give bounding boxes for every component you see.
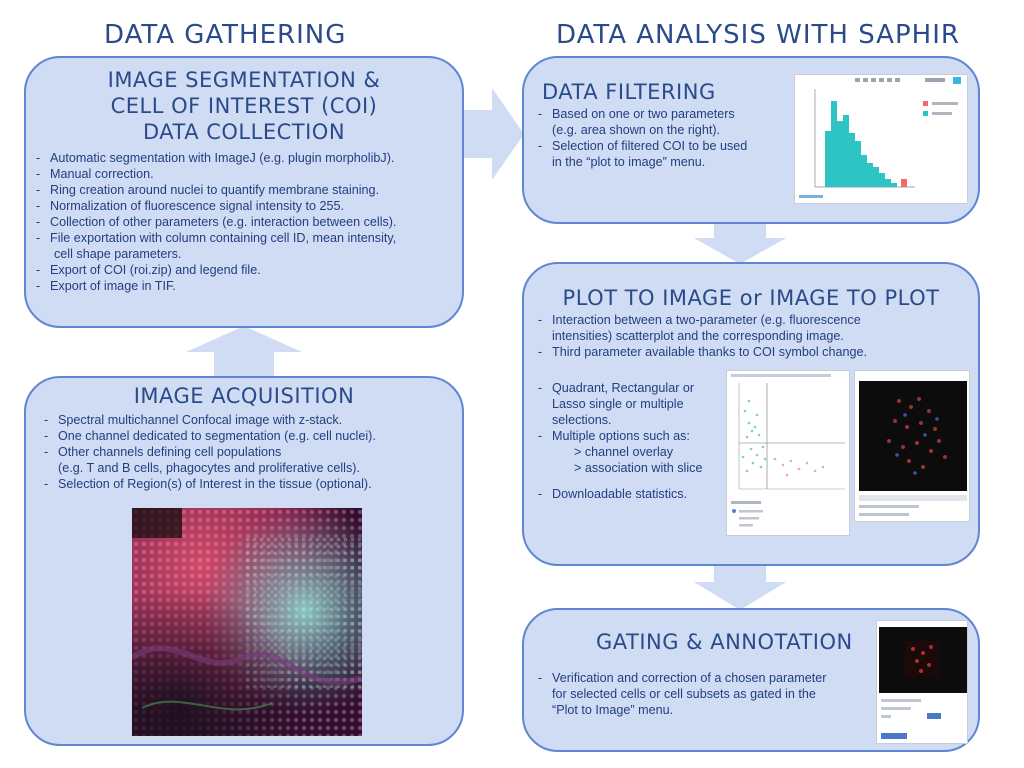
plot-to-image-option: Downloadable statistics. bbox=[538, 486, 738, 502]
histogram-bars bbox=[825, 101, 897, 187]
plot-to-image-option: Quadrant, Rectangular or bbox=[538, 380, 738, 396]
segmentation-bullet: Export of COI (roi.zip) and legend file. bbox=[36, 262, 461, 278]
segmented-cells-image bbox=[887, 397, 947, 475]
scatterplot bbox=[731, 374, 845, 527]
filtering-bullet: Based on one or two parameters bbox=[538, 106, 808, 122]
plot-to-image-box: PLOT TO IMAGE or IMAGE TO PLOT Interacti… bbox=[522, 262, 980, 566]
gating-image-dark bbox=[879, 627, 967, 693]
acquisition-bullet: Other channels defining cell populations bbox=[44, 444, 462, 460]
segmentation-bullet: Ring creation around nuclei to quantify … bbox=[36, 182, 461, 198]
plot-to-image-bullet: Interaction between a two-parameter (e.g… bbox=[538, 312, 978, 328]
arrow-right bbox=[462, 88, 524, 180]
segmentation-box: IMAGE SEGMENTATION & CELL OF INTEREST (C… bbox=[24, 56, 464, 328]
plot-to-image-bullets-top: Interaction between a two-parameter (e.g… bbox=[538, 312, 978, 360]
gating-title: GATING & ANNOTATION bbox=[596, 630, 853, 654]
segmentation-title-line-2: CELL OF INTEREST (COI) bbox=[110, 94, 378, 118]
histogram-screenshot bbox=[794, 74, 968, 204]
acquisition-bullet: Selection of Region(s) of Interest in th… bbox=[44, 476, 462, 492]
filtering-bullet: Selection of filtered COI to be used bbox=[538, 138, 808, 154]
scatterplot-screenshot bbox=[726, 370, 850, 536]
segmentation-bullet-continuation: cell shape parameters. bbox=[54, 247, 182, 261]
filtering-bullets: Based on one or two parameters (e.g. are… bbox=[538, 106, 808, 170]
plot-to-image-option-continuation: Lasso single or multiple bbox=[552, 397, 684, 411]
segmentation-bullet: Manual correction. bbox=[36, 166, 461, 182]
segmentation-title-line-3: DATA COLLECTION bbox=[142, 120, 346, 144]
segmentation-bullet: Normalization of fluorescence signal int… bbox=[36, 198, 461, 214]
filtering-title: DATA FILTERING bbox=[542, 80, 716, 104]
acquisition-bullet: Spectral multichannel Confocal image wit… bbox=[44, 412, 462, 428]
acquisition-title: IMAGE ACQUISITION bbox=[133, 384, 355, 408]
arrow-down-1 bbox=[694, 224, 786, 264]
plot-to-image-bullet: Third parameter available thanks to COI … bbox=[538, 344, 978, 360]
segmentation-bullets: Automatic segmentation with ImageJ (e.g.… bbox=[36, 150, 461, 294]
segmentation-bullet: Collection of other parameters (e.g. int… bbox=[36, 214, 461, 230]
histogram-plot bbox=[799, 77, 961, 198]
plot-to-image-suboption: > channel overlay bbox=[574, 445, 674, 459]
arrow-down-2 bbox=[694, 566, 786, 610]
image-panel-screenshot bbox=[854, 370, 970, 522]
plot-to-image-option-continuation: selections. bbox=[552, 413, 612, 427]
gating-bullet-continuation: “Plot to Image” menu. bbox=[552, 703, 674, 717]
plot-to-image-suboption: > association with slice bbox=[574, 461, 703, 475]
gating-bullets: Verification and correction of a chosen … bbox=[538, 670, 878, 718]
segmentation-bullet: Export of image in TIF. bbox=[36, 278, 461, 294]
acquisition-bullets: Spectral multichannel Confocal image wit… bbox=[44, 412, 462, 492]
segmentation-bullet: File exportation with column containing … bbox=[36, 230, 461, 246]
plot-to-image-option: Multiple options such as: bbox=[538, 428, 738, 444]
arrow-up bbox=[186, 326, 302, 380]
acquisition-bullet: One channel dedicated to segmentation (e… bbox=[44, 428, 462, 444]
gating-screenshot bbox=[876, 620, 968, 744]
gating-box: GATING & ANNOTATION Verification and cor… bbox=[522, 608, 980, 752]
plot-to-image-bullets-left: Quadrant, Rectangular or Lasso single or… bbox=[538, 380, 738, 502]
filtering-box: DATA FILTERING Based on one or two param… bbox=[522, 56, 980, 224]
image-panel-dark bbox=[859, 381, 967, 491]
heading-data-gathering: DATA GATHERING bbox=[104, 20, 347, 50]
gating-bullet-continuation: for selected cells or cell subsets as ga… bbox=[552, 687, 816, 701]
segmentation-bullet: Automatic segmentation with ImageJ (e.g.… bbox=[36, 150, 461, 166]
heading-data-analysis: DATA ANALYSIS WITH SAPHIR bbox=[556, 20, 960, 50]
plot-to-image-bullet-continuation: intensities) scatterplot and the corresp… bbox=[552, 329, 844, 343]
filtering-bullet-continuation: (e.g. area shown on the right). bbox=[552, 123, 721, 137]
acquisition-bullet-continuation: (e.g. T and B cells, phagocytes and prol… bbox=[58, 461, 360, 475]
gating-image bbox=[905, 641, 939, 677]
plot-to-image-title: PLOT TO IMAGE or IMAGE TO PLOT bbox=[562, 286, 940, 310]
segmentation-title-line-1: IMAGE SEGMENTATION & bbox=[107, 68, 381, 92]
filtering-bullet-continuation: in the “plot to image” menu. bbox=[552, 155, 706, 169]
acquisition-box: IMAGE ACQUISITION Spectral multichannel … bbox=[24, 376, 464, 746]
gating-bullet: Verification and correction of a chosen … bbox=[538, 670, 878, 686]
confocal-tissue-image bbox=[132, 508, 362, 736]
